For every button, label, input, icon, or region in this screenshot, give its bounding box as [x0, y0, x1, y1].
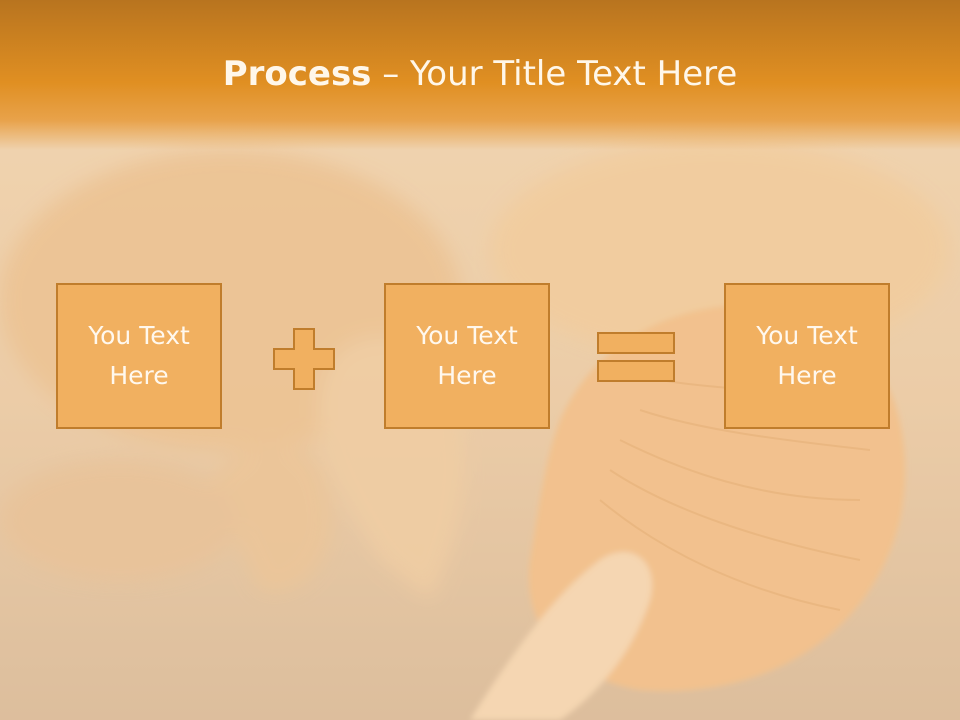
- process-box-3-text: You Text Here: [756, 321, 858, 390]
- process-box-1[interactable]: You Text Here: [56, 283, 222, 429]
- equals-icon: [597, 332, 675, 382]
- title-rest: – Your Title Text Here: [371, 54, 738, 94]
- plus-icon: [273, 328, 335, 390]
- process-box-3[interactable]: You Text Here: [724, 283, 890, 429]
- process-box-2-text: You Text Here: [416, 321, 518, 390]
- process-box-1-text: You Text Here: [88, 321, 190, 390]
- title-strong: Process: [222, 54, 372, 94]
- title-bar: [0, 0, 960, 150]
- process-box-2[interactable]: You Text Here: [384, 283, 550, 429]
- slide-title: Process – Your Title Text Here: [0, 52, 960, 96]
